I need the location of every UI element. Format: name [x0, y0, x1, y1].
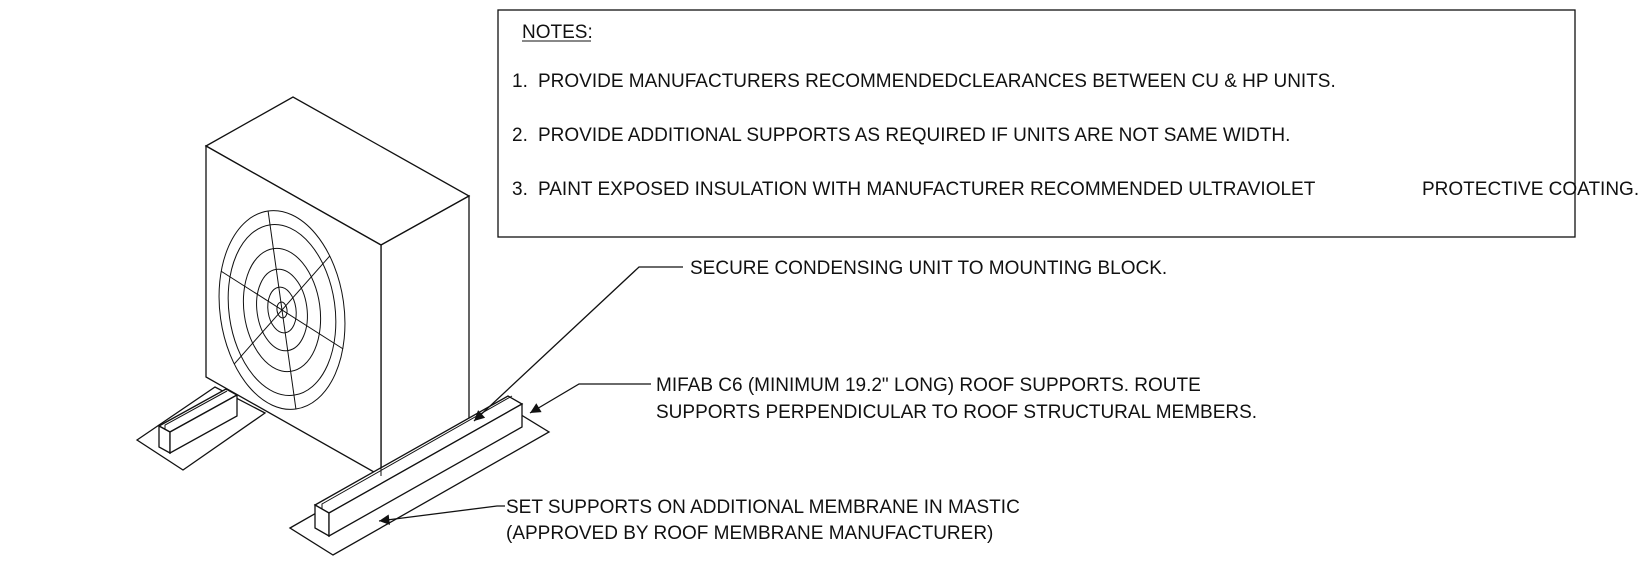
supports-leader	[529, 383, 651, 414]
supports-label-line2: SUPPORTS PERPENDICULAR TO ROOF STRUCTURA…	[656, 402, 1257, 423]
note-1-number: 1.	[512, 71, 528, 92]
rear-support-side	[169, 393, 238, 455]
membrane-leader	[378, 505, 505, 525]
callout-roof-supports: MIFAB C6 (MINIMUM 19.2" LONG) ROOF SUPPO…	[529, 375, 1257, 423]
front-roof-support	[288, 395, 551, 556]
secure-leader	[473, 266, 683, 422]
notes-heading: NOTES:	[522, 22, 593, 43]
membrane-label-line1: SET SUPPORTS ON ADDITIONAL MEMBRANE IN M…	[506, 497, 1020, 518]
note-2-number: 2.	[512, 125, 528, 146]
note-3-number: 3.	[512, 179, 528, 200]
fan-spoke-3	[233, 255, 331, 365]
note-3-text-tail: PROTECTIVE COATING.	[1422, 179, 1639, 200]
callout-secure-unit: SECURE CONDENSING UNIT TO MOUNTING BLOCK…	[473, 258, 1167, 422]
notes-border	[497, 9, 1576, 238]
secure-label: SECURE CONDENSING UNIT TO MOUNTING BLOCK…	[690, 258, 1167, 279]
notes-box: NOTES: 1. PROVIDE MANUFACTURERS RECOMMEN…	[497, 9, 1639, 238]
condensing-unit	[204, 96, 471, 478]
note-2-text: PROVIDE ADDITIONAL SUPPORTS AS REQUIRED …	[538, 125, 1290, 146]
front-support-side	[328, 402, 523, 538]
rear-roof-support	[135, 386, 267, 471]
front-support-lip	[321, 395, 513, 509]
supports-label-line1: MIFAB C6 (MINIMUM 19.2" LONG) ROOF SUPPO…	[656, 375, 1201, 396]
callout-membrane: SET SUPPORTS ON ADDITIONAL MEMBRANE IN M…	[378, 497, 1020, 544]
fan-grille	[218, 210, 346, 410]
rear-support-lip	[164, 390, 228, 429]
note-1-text: PROVIDE MANUFACTURERS RECOMMENDEDCLEARAN…	[538, 71, 1336, 92]
membrane-label-line2: (APPROVED BY ROOF MEMBRANE MANUFACTURER)	[506, 523, 993, 544]
note-3-text: PAINT EXPOSED INSULATION WITH MANUFACTUR…	[538, 179, 1316, 200]
